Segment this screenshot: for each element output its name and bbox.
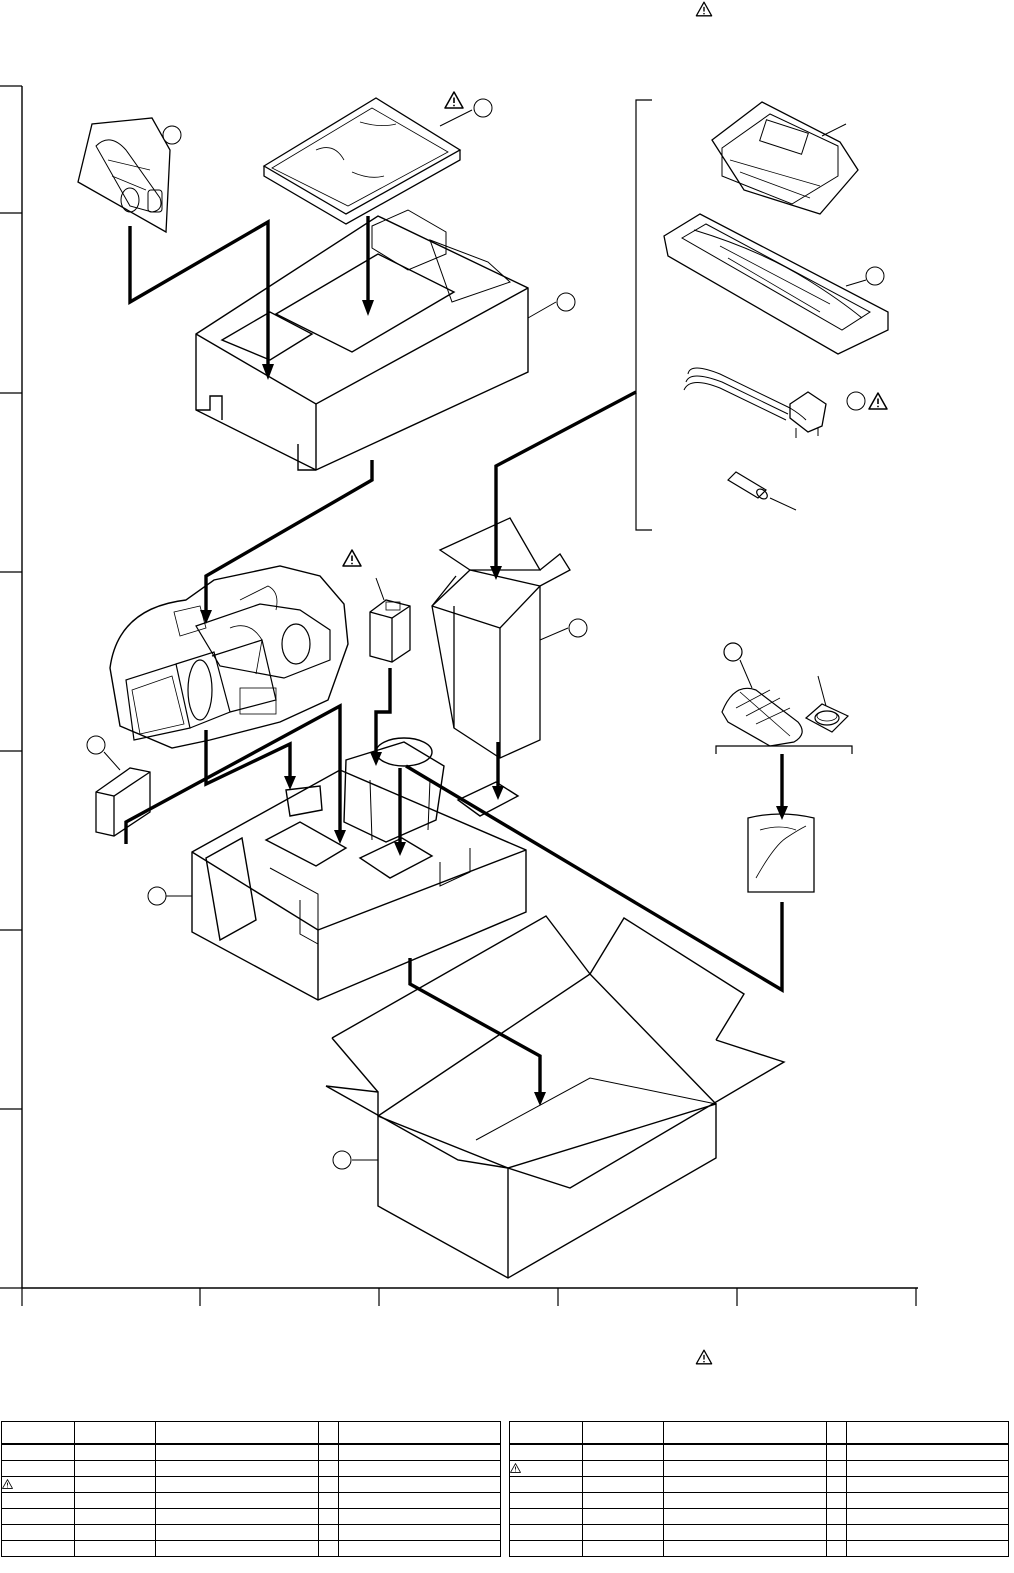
- assembly-arrowheads: [200, 300, 788, 1106]
- warning-triangle-icon: [695, 1349, 713, 1365]
- table-row: [1, 1476, 501, 1493]
- carton-box: [325, 915, 786, 1279]
- table-row: [509, 1460, 1009, 1477]
- poly-bag: [747, 813, 815, 893]
- warning-triangle-icon: [868, 392, 888, 410]
- instruction-book: [262, 97, 493, 225]
- power-cord: [683, 367, 866, 438]
- core-filter: [727, 471, 797, 511]
- lower-cushion: [147, 737, 527, 1001]
- table-row: [509, 1476, 1009, 1493]
- table-row: [1, 1524, 501, 1541]
- shoulder-strap: [663, 213, 889, 355]
- ac-adapter-bag: [711, 101, 859, 215]
- warning-triangle-icon: [695, 1, 713, 17]
- warning-triangle-icon: [510, 1462, 521, 1473]
- camera-bag: [109, 565, 349, 749]
- microphone-bag: [77, 117, 182, 234]
- accessory-box: [431, 517, 588, 759]
- warning-triangle-icon: [342, 549, 362, 567]
- cassette: [86, 735, 151, 837]
- table-header: [1, 1421, 501, 1445]
- remote-bracket: [715, 745, 853, 754]
- battery-pack: [369, 577, 411, 663]
- table-row: [509, 1508, 1009, 1525]
- table-row: [509, 1443, 1009, 1461]
- frame-ruler: [0, 85, 918, 1306]
- table-header: [509, 1421, 1009, 1445]
- warning-triangle-icon: [2, 1478, 13, 1489]
- upper-cushion: [195, 209, 576, 471]
- assembly-arrows: [124, 216, 784, 1092]
- table-row: [1, 1460, 501, 1477]
- table-row: [509, 1492, 1009, 1509]
- remote-control: [721, 642, 803, 747]
- table-row: [1, 1443, 501, 1461]
- table-row: [1, 1540, 501, 1557]
- parts-table-right: [509, 1421, 1009, 1557]
- table-row: [509, 1524, 1009, 1541]
- table-row: [1, 1492, 501, 1509]
- parts-table-left: [1, 1421, 501, 1557]
- warning-triangle-icon: [444, 91, 464, 109]
- accessory-bracket: [635, 99, 652, 531]
- table-row: [1, 1508, 501, 1525]
- button-battery: [804, 675, 850, 733]
- table-row: [509, 1540, 1009, 1557]
